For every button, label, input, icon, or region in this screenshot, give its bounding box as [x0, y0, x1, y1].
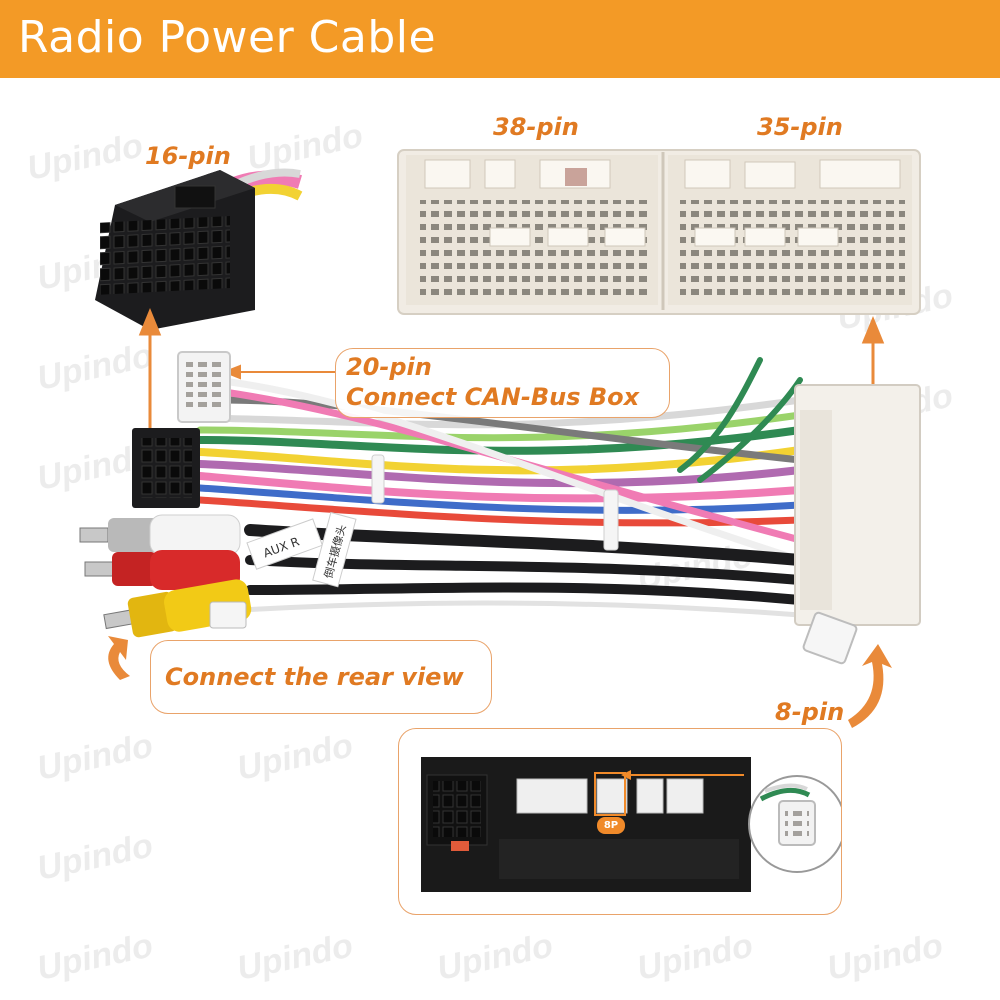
connector-20pin: [177, 351, 231, 423]
label-20pin-desc: Connect CAN-Bus Box: [346, 383, 640, 411]
callout-rear-view: Connect the rear view: [150, 640, 492, 714]
watermark-text: Upindo: [234, 926, 356, 988]
watermark-text: Upindo: [24, 126, 146, 188]
radio-back-panel-photo: [421, 757, 846, 892]
title-bar: Radio Power Cable: [0, 0, 1000, 78]
rca-yellow: [103, 579, 252, 638]
label-38pin: 38-pin: [493, 113, 579, 141]
watermark-text: Upindo: [634, 926, 756, 988]
arrow-8pin: [848, 644, 892, 728]
watermark-text: Upindo: [34, 726, 156, 788]
page-title: Radio Power Cable: [18, 12, 437, 63]
cable-tags: AUX R 倒车摄像头: [246, 511, 357, 588]
connector-16pin: [95, 168, 303, 330]
watermark-text: Upindo: [244, 116, 366, 178]
arrow-20pin: [222, 364, 335, 380]
watermark-text: Upindo: [34, 926, 156, 988]
zip-ties: [371, 454, 619, 551]
watermark-text: Upindo: [34, 826, 156, 888]
callout-20pin: 20-pin Connect CAN-Bus Box: [335, 348, 670, 418]
rca-white: [79, 514, 241, 556]
watermark-text: Upindo: [434, 926, 556, 988]
arrow-16pin: [138, 308, 162, 430]
connector-8pin: [802, 611, 858, 665]
label-35pin: 35-pin: [757, 113, 843, 141]
arrow-35pin: [861, 316, 885, 385]
watermark-text: Upindo: [34, 336, 156, 398]
label-8pin: 8-pin: [775, 698, 845, 726]
watermark-text: Upindo: [234, 726, 356, 788]
label-16pin: 16-pin: [145, 142, 231, 170]
connector-38-35pin: [397, 149, 921, 315]
inset-panel: 8P: [398, 728, 846, 915]
badge-8p: 8P: [597, 817, 625, 834]
rca-red: [84, 550, 240, 590]
watermark-text: Upindo: [824, 926, 946, 988]
arrow-rear-view: [108, 636, 130, 680]
connector-16pin-harness: [132, 428, 200, 508]
label-20pin: 20-pin: [346, 353, 432, 381]
connector-harness-main: [794, 384, 921, 626]
label-rear-view: Connect the rear view: [165, 663, 464, 691]
